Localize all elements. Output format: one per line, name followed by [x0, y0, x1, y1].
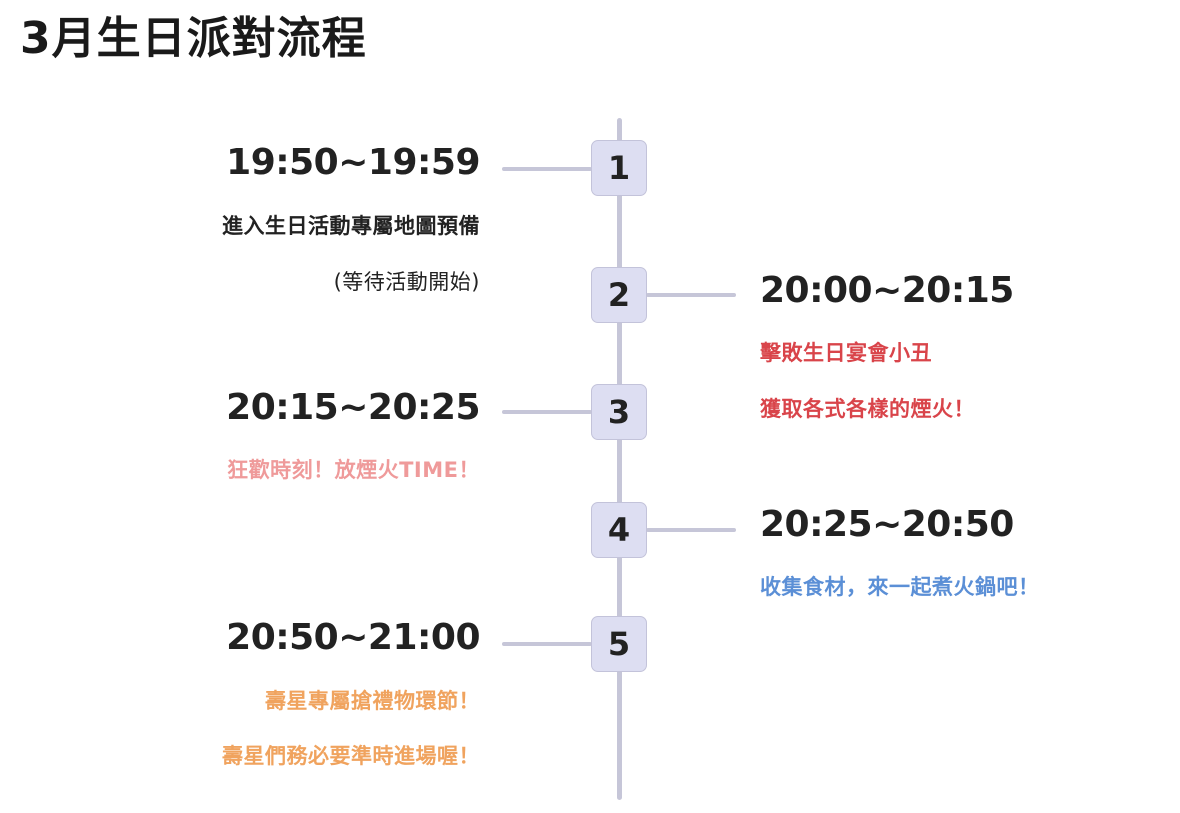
connector-4	[646, 528, 736, 532]
connector-1	[502, 167, 592, 171]
step-4-time: 20:25~20:50	[760, 504, 1014, 545]
step-4-desc-1: 收集食材，來一起煮火鍋吧！	[760, 575, 1040, 599]
step-5-time: 20:50~21:00	[226, 617, 480, 658]
timeline-line	[617, 118, 622, 800]
connector-5	[502, 642, 592, 646]
step-2-desc-2: 獲取各式各樣的煙火！	[760, 397, 975, 421]
step-number-1: 1	[591, 140, 647, 196]
step-1-time: 19:50~19:59	[226, 142, 480, 183]
page-title: 3月生日派對流程	[20, 13, 367, 64]
step-number-5: 5	[591, 616, 647, 672]
step-1-desc-2: (等待活動開始)	[333, 270, 480, 294]
step-3-desc-1: 狂歡時刻！放煙火TIME！	[227, 458, 480, 482]
connector-3	[502, 410, 592, 414]
step-number-4: 4	[591, 502, 647, 558]
step-1-desc-1: 進入生日活動專屬地圖預備	[222, 214, 480, 238]
connector-2	[646, 293, 736, 297]
step-2-time: 20:00~20:15	[760, 270, 1014, 311]
step-3-time: 20:15~20:25	[226, 387, 480, 428]
step-5-desc-1: 壽星專屬搶禮物環節！	[265, 689, 480, 713]
step-5-desc-2: 壽星們務必要準時進場喔！	[222, 744, 480, 768]
step-number-2: 2	[591, 267, 647, 323]
step-number-3: 3	[591, 384, 647, 440]
step-2-desc-1: 擊敗生日宴會小丑	[760, 341, 932, 365]
